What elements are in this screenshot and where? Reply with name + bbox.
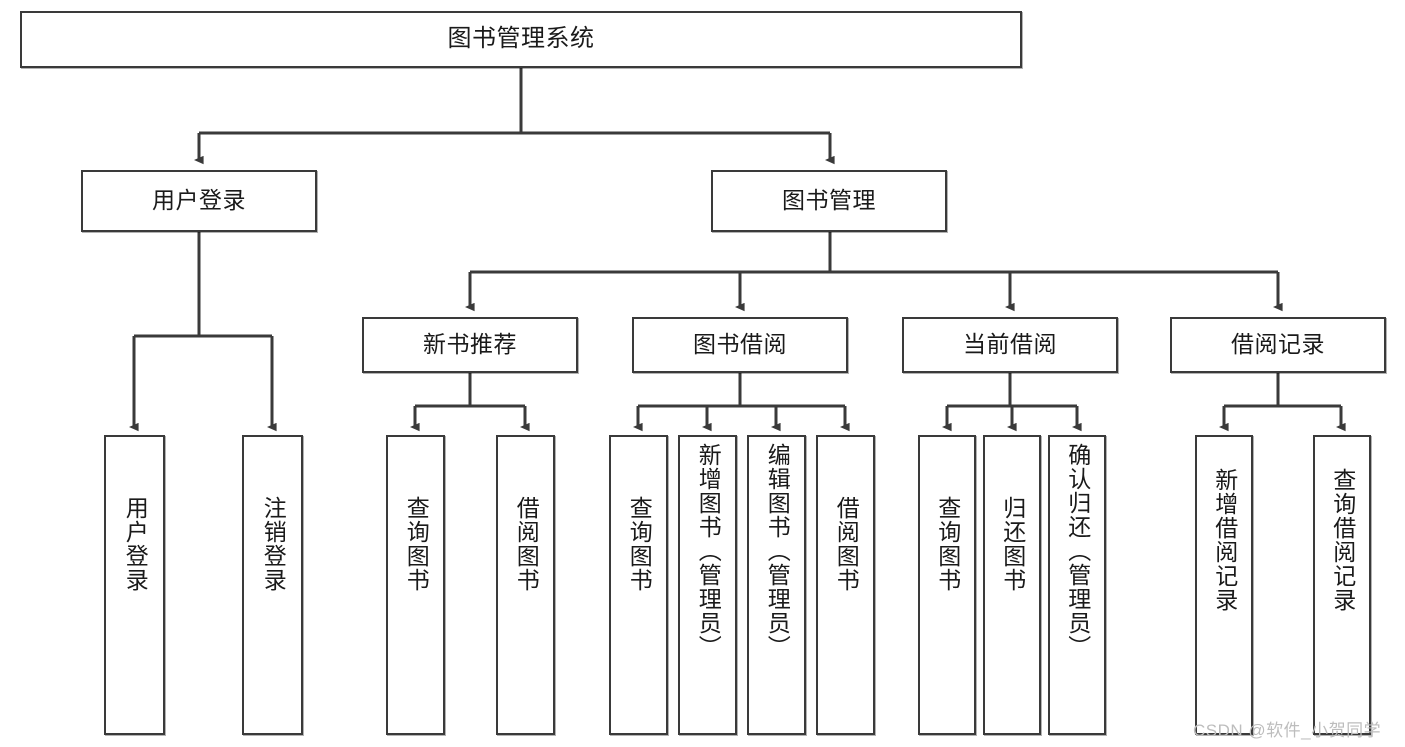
node-current-borrow[interactable]: 当前借阅 (902, 317, 1118, 373)
node-current-borrow-label: 当前借阅 (963, 331, 1057, 358)
node-leaf-query-book-2[interactable]: 查询图书 (609, 435, 668, 735)
node-leaf-user-login-label: 用户登录 (122, 496, 149, 592)
node-book-management[interactable]: 图书管理 (711, 170, 947, 232)
node-leaf-edit-book-label: 编辑图书（管理员） (764, 443, 791, 659)
node-new-book-recommend[interactable]: 新书推荐 (362, 317, 578, 373)
node-leaf-borrow-book-2-label: 借阅图书 (833, 496, 860, 592)
node-book-management-label: 图书管理 (782, 187, 876, 214)
node-leaf-borrow-book-2[interactable]: 借阅图书 (816, 435, 875, 735)
node-leaf-add-book-label: 新增图书（管理员） (695, 443, 722, 659)
node-leaf-confirm-return-label: 确认归还（管理员） (1064, 443, 1091, 659)
csdn-watermark: CSDN @软件_小贺同学 (1193, 721, 1382, 740)
node-leaf-query-book-3[interactable]: 查询图书 (918, 435, 976, 735)
node-user-login-label: 用户登录 (152, 187, 246, 214)
node-root[interactable]: 图书管理系统 (20, 11, 1022, 68)
node-leaf-confirm-return[interactable]: 确认归还（管理员） (1048, 435, 1106, 735)
node-leaf-user-login[interactable]: 用户登录 (104, 435, 165, 735)
node-root-label: 图书管理系统 (447, 25, 595, 53)
node-leaf-query-book-2-label: 查询图书 (626, 496, 653, 592)
node-leaf-query-book-1-label: 查询图书 (403, 496, 430, 592)
node-leaf-borrow-book-1[interactable]: 借阅图书 (496, 435, 555, 735)
node-leaf-add-record[interactable]: 新增借阅记录 (1195, 435, 1253, 735)
node-leaf-return-book-label: 归还图书 (999, 496, 1026, 592)
node-borrow-record-label: 借阅记录 (1231, 331, 1325, 358)
node-leaf-user-logout[interactable]: 注销登录 (242, 435, 303, 735)
node-leaf-query-book-1[interactable]: 查询图书 (386, 435, 445, 735)
node-leaf-return-book[interactable]: 归还图书 (983, 435, 1041, 735)
node-leaf-add-book[interactable]: 新增图书（管理员） (678, 435, 737, 735)
node-leaf-query-record-label: 查询借阅记录 (1329, 468, 1356, 612)
node-leaf-query-record[interactable]: 查询借阅记录 (1313, 435, 1371, 735)
node-user-login[interactable]: 用户登录 (81, 170, 317, 232)
node-book-borrow[interactable]: 图书借阅 (632, 317, 848, 373)
node-new-book-recommend-label: 新书推荐 (423, 331, 517, 358)
node-leaf-borrow-book-1-label: 借阅图书 (513, 496, 540, 592)
node-leaf-add-record-label: 新增借阅记录 (1211, 468, 1238, 612)
node-book-borrow-label: 图书借阅 (693, 331, 787, 358)
node-borrow-record[interactable]: 借阅记录 (1170, 317, 1386, 373)
node-leaf-user-logout-label: 注销登录 (260, 496, 287, 592)
node-leaf-query-book-3-label: 查询图书 (934, 496, 961, 592)
node-leaf-edit-book[interactable]: 编辑图书（管理员） (747, 435, 806, 735)
